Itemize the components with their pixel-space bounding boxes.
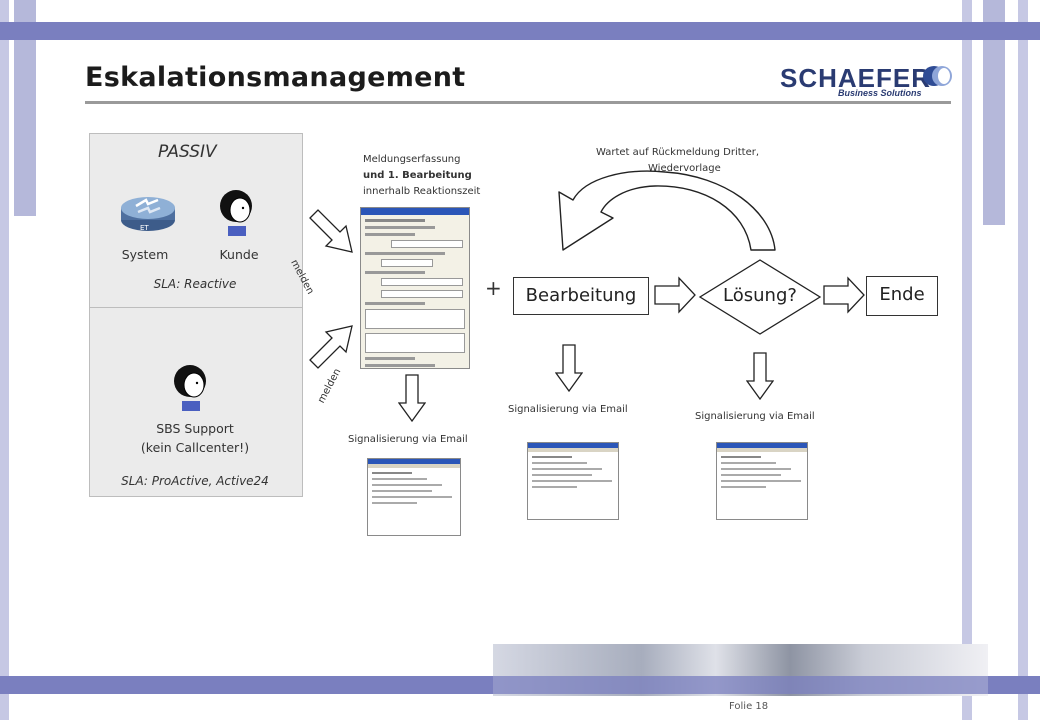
block-arrow-icon xyxy=(823,276,865,314)
wartet-line1: Wartet auf Rückmeldung Dritter, xyxy=(596,147,760,158)
frame-bar-bottom-overlay xyxy=(493,676,988,694)
kunde-label: Kunde xyxy=(219,247,259,262)
title-rule xyxy=(85,101,951,104)
loesung-label: Lösung? xyxy=(723,285,797,306)
meldung-line1: Meldungserfassung xyxy=(363,154,461,165)
frame-bar-top xyxy=(0,22,1040,40)
meldung-line2: und 1. Bearbeitung xyxy=(363,170,472,181)
plus-sign: + xyxy=(485,276,502,300)
logo-swoosh-icon xyxy=(923,66,952,86)
decision-diamond xyxy=(698,259,822,335)
block-arrow-icon xyxy=(309,325,353,369)
kein-callcenter-label: (kein Callcenter!) xyxy=(140,440,250,455)
block-arrow-icon xyxy=(398,374,426,423)
sla-proactive: SLA: ProActive, Active24 xyxy=(121,474,269,488)
email-screenshot xyxy=(367,458,461,536)
curved-arrow-icon xyxy=(558,170,776,251)
ende-box: Ende xyxy=(866,276,938,316)
svg-text:ET: ET xyxy=(140,224,149,232)
form-screenshot xyxy=(360,207,470,369)
meldung-line3: innerhalb Reaktionszeit xyxy=(363,186,481,197)
frame-bar-left-2 xyxy=(14,0,36,216)
passiv-label: PASSIV xyxy=(158,142,217,162)
person-icon xyxy=(220,190,252,236)
signal-3: Signalisierung via Email xyxy=(695,411,815,422)
sbs-support-label: SBS Support xyxy=(156,421,234,436)
block-arrow-icon xyxy=(746,352,774,401)
signal-2: Signalisierung via Email xyxy=(508,404,628,415)
person-icon xyxy=(174,365,206,411)
wartet-line2: Wiedervorlage xyxy=(648,163,721,174)
email-screenshot xyxy=(716,442,808,520)
email-screenshot xyxy=(527,442,619,520)
block-arrow-icon xyxy=(555,344,583,393)
logo: SCHAEFER xyxy=(780,63,932,93)
frame-bar-right-1 xyxy=(962,0,972,720)
page-title: Eskalationsmanagement xyxy=(85,62,466,93)
signal-1: Signalisierung via Email xyxy=(348,434,468,445)
block-arrow-icon xyxy=(654,276,696,314)
frame-bar-right-3 xyxy=(1018,0,1028,720)
frame-bar-right-2 xyxy=(983,0,1005,225)
slide-number: Folie 18 xyxy=(729,701,769,712)
sla-reactive: SLA: Reactive xyxy=(153,277,237,291)
block-arrow-icon xyxy=(309,209,353,253)
server-icon: ET xyxy=(121,197,175,232)
system-label: System xyxy=(121,247,169,262)
logo-tagline: Business Solutions xyxy=(838,88,922,98)
frame-bar-left-1 xyxy=(0,0,9,720)
bearbeitung-box: Bearbeitung xyxy=(513,277,649,315)
